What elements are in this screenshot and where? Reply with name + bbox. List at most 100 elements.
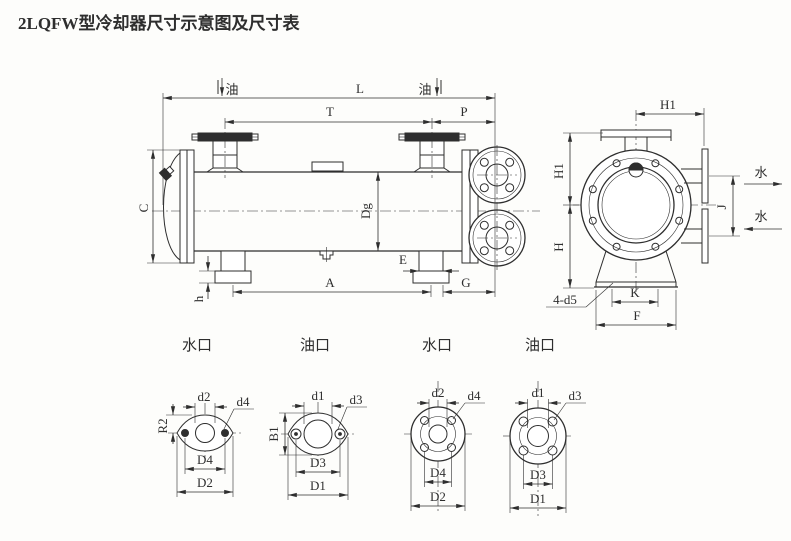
dim-label-h: h bbox=[191, 295, 206, 302]
dim-label-C: C bbox=[136, 204, 151, 213]
port-view-oil-round: 油口 d1 d3 D3 bbox=[503, 337, 586, 516]
dim-label-d2: d2 bbox=[432, 385, 445, 400]
dim-label-L: L bbox=[356, 81, 364, 96]
dim-D2: D2 bbox=[410, 437, 466, 511]
port-view-water-oval: 水口 d2 d4 R2 D4 bbox=[155, 337, 254, 497]
dim-label-d4: d4 bbox=[468, 388, 482, 403]
drain-plug-icon bbox=[319, 247, 334, 262]
dim-C: C bbox=[136, 149, 180, 264]
end-cover-flange bbox=[580, 149, 692, 261]
dim-label-d2: d2 bbox=[198, 389, 211, 404]
dim-d2: d2 bbox=[417, 385, 459, 427]
dished-head bbox=[163, 152, 181, 261]
dim-label-K: K bbox=[630, 285, 640, 300]
dim-label-4-d5: 4-d5 bbox=[553, 292, 577, 307]
water-label-top: 水 bbox=[754, 165, 767, 180]
dim-F: F bbox=[595, 290, 677, 330]
dim-label-D4: D4 bbox=[430, 465, 446, 480]
dim-label-J: J bbox=[714, 204, 729, 209]
oil-port-left bbox=[191, 118, 259, 178]
water-label-bottom: 水 bbox=[754, 209, 767, 224]
oil-flow-right: 油 bbox=[418, 78, 442, 97]
round-flange bbox=[410, 406, 466, 462]
dim-label-B1: B1 bbox=[266, 426, 281, 441]
top-oil-flange bbox=[600, 129, 672, 151]
support-leg-left bbox=[214, 250, 252, 284]
dim-label-H1-side: H1 bbox=[551, 163, 566, 179]
dim-d2: d2 bbox=[183, 389, 227, 423]
dim-label-D1: D1 bbox=[310, 478, 326, 493]
oil-label-left: 油 bbox=[225, 82, 238, 97]
dim-label-P: P bbox=[460, 104, 467, 119]
end-view: H1 H1 H J 水 水 bbox=[546, 97, 782, 330]
dim-label-D4: D4 bbox=[197, 452, 213, 467]
callout-d3: d3 bbox=[553, 388, 586, 421]
water-flange-upper bbox=[681, 148, 709, 204]
callout-d4: d4 bbox=[223, 394, 254, 430]
dim-label-A: A bbox=[325, 275, 335, 290]
dim-label-d1: d1 bbox=[312, 388, 325, 403]
dim-label-D3: D3 bbox=[310, 455, 326, 470]
dim-D3: D3 bbox=[295, 440, 341, 477]
dim-h: h bbox=[191, 256, 216, 302]
dim-label-D3: D3 bbox=[530, 467, 546, 482]
dim-K: K bbox=[611, 285, 659, 307]
dim-H1-top: H1 bbox=[636, 97, 705, 146]
dim-D2: D2 bbox=[176, 436, 234, 497]
dim-B1: B1 bbox=[266, 412, 312, 456]
dim-label-H1-top: H1 bbox=[660, 97, 676, 112]
vent-plug-icon bbox=[158, 165, 175, 182]
dim-D4: D4 bbox=[424, 452, 452, 487]
water-flow-bottom: 水 bbox=[744, 209, 782, 232]
port-title-water-oval: 水口 bbox=[182, 337, 212, 354]
water-flow-top: 水 bbox=[744, 165, 782, 187]
dim-label-Dg: Dg bbox=[358, 203, 373, 219]
dim-L: L bbox=[162, 81, 496, 297]
dim-D4: D4 bbox=[184, 438, 226, 474]
callout-foot-holes: 4-d5 bbox=[546, 282, 614, 308]
port-bore bbox=[195, 423, 215, 443]
dim-D1: D1 bbox=[287, 437, 349, 500]
dim-label-F: F bbox=[633, 308, 640, 323]
dim-label-d3: d3 bbox=[350, 392, 363, 407]
water-flange-lower bbox=[681, 208, 709, 264]
dim-D3: D3 bbox=[523, 455, 553, 489]
dim-E: E bbox=[399, 252, 459, 274]
port-bore bbox=[428, 424, 448, 444]
dim-label-d3: d3 bbox=[569, 388, 582, 403]
dim-A-G: A G bbox=[232, 275, 495, 297]
dim-Dg: Dg bbox=[358, 172, 381, 251]
dim-D1: D1 bbox=[509, 439, 567, 513]
vent-plug-top-icon bbox=[628, 162, 644, 178]
dim-T-P: T P bbox=[225, 104, 495, 125]
bolt-holes bbox=[420, 416, 456, 452]
round-flange bbox=[509, 407, 567, 465]
port-view-water-round: 水口 d2 d4 D4 bbox=[404, 337, 485, 512]
dim-R2: R2 bbox=[155, 404, 192, 444]
port-bore bbox=[527, 425, 549, 447]
dim-label-D1: D1 bbox=[530, 491, 546, 506]
callout-d3: d3 bbox=[337, 392, 367, 430]
dim-d1: d1 bbox=[292, 388, 344, 424]
mounting-base bbox=[594, 250, 678, 288]
main-side-view: L T P 油 油 C Dg bbox=[136, 78, 540, 302]
page-title: 2LQFW型冷却器尺寸示意图及尺寸表 bbox=[18, 13, 300, 33]
dim-d1: d1 bbox=[515, 385, 561, 428]
dim-label-D2: D2 bbox=[430, 489, 446, 504]
oil-flow-left: 油 bbox=[217, 78, 239, 97]
port-view-oil-oval: 油口 d1 d3 B1 D3 bbox=[266, 337, 367, 500]
dim-label-E: E bbox=[399, 252, 407, 267]
port-title-oil-round: 油口 bbox=[525, 337, 555, 354]
oval-flange bbox=[287, 412, 349, 456]
port-title-oil-oval: 油口 bbox=[300, 337, 330, 354]
dim-label-d4: d4 bbox=[237, 394, 251, 409]
callout-d4: d4 bbox=[452, 388, 485, 420]
oil-port-right bbox=[398, 118, 466, 178]
dim-label-d1: d1 bbox=[532, 385, 545, 400]
port-title-water-round: 水口 bbox=[422, 337, 452, 354]
nameplate bbox=[311, 161, 344, 172]
end-water-flanges bbox=[468, 145, 526, 270]
cover-bolt-holes bbox=[588, 159, 684, 251]
